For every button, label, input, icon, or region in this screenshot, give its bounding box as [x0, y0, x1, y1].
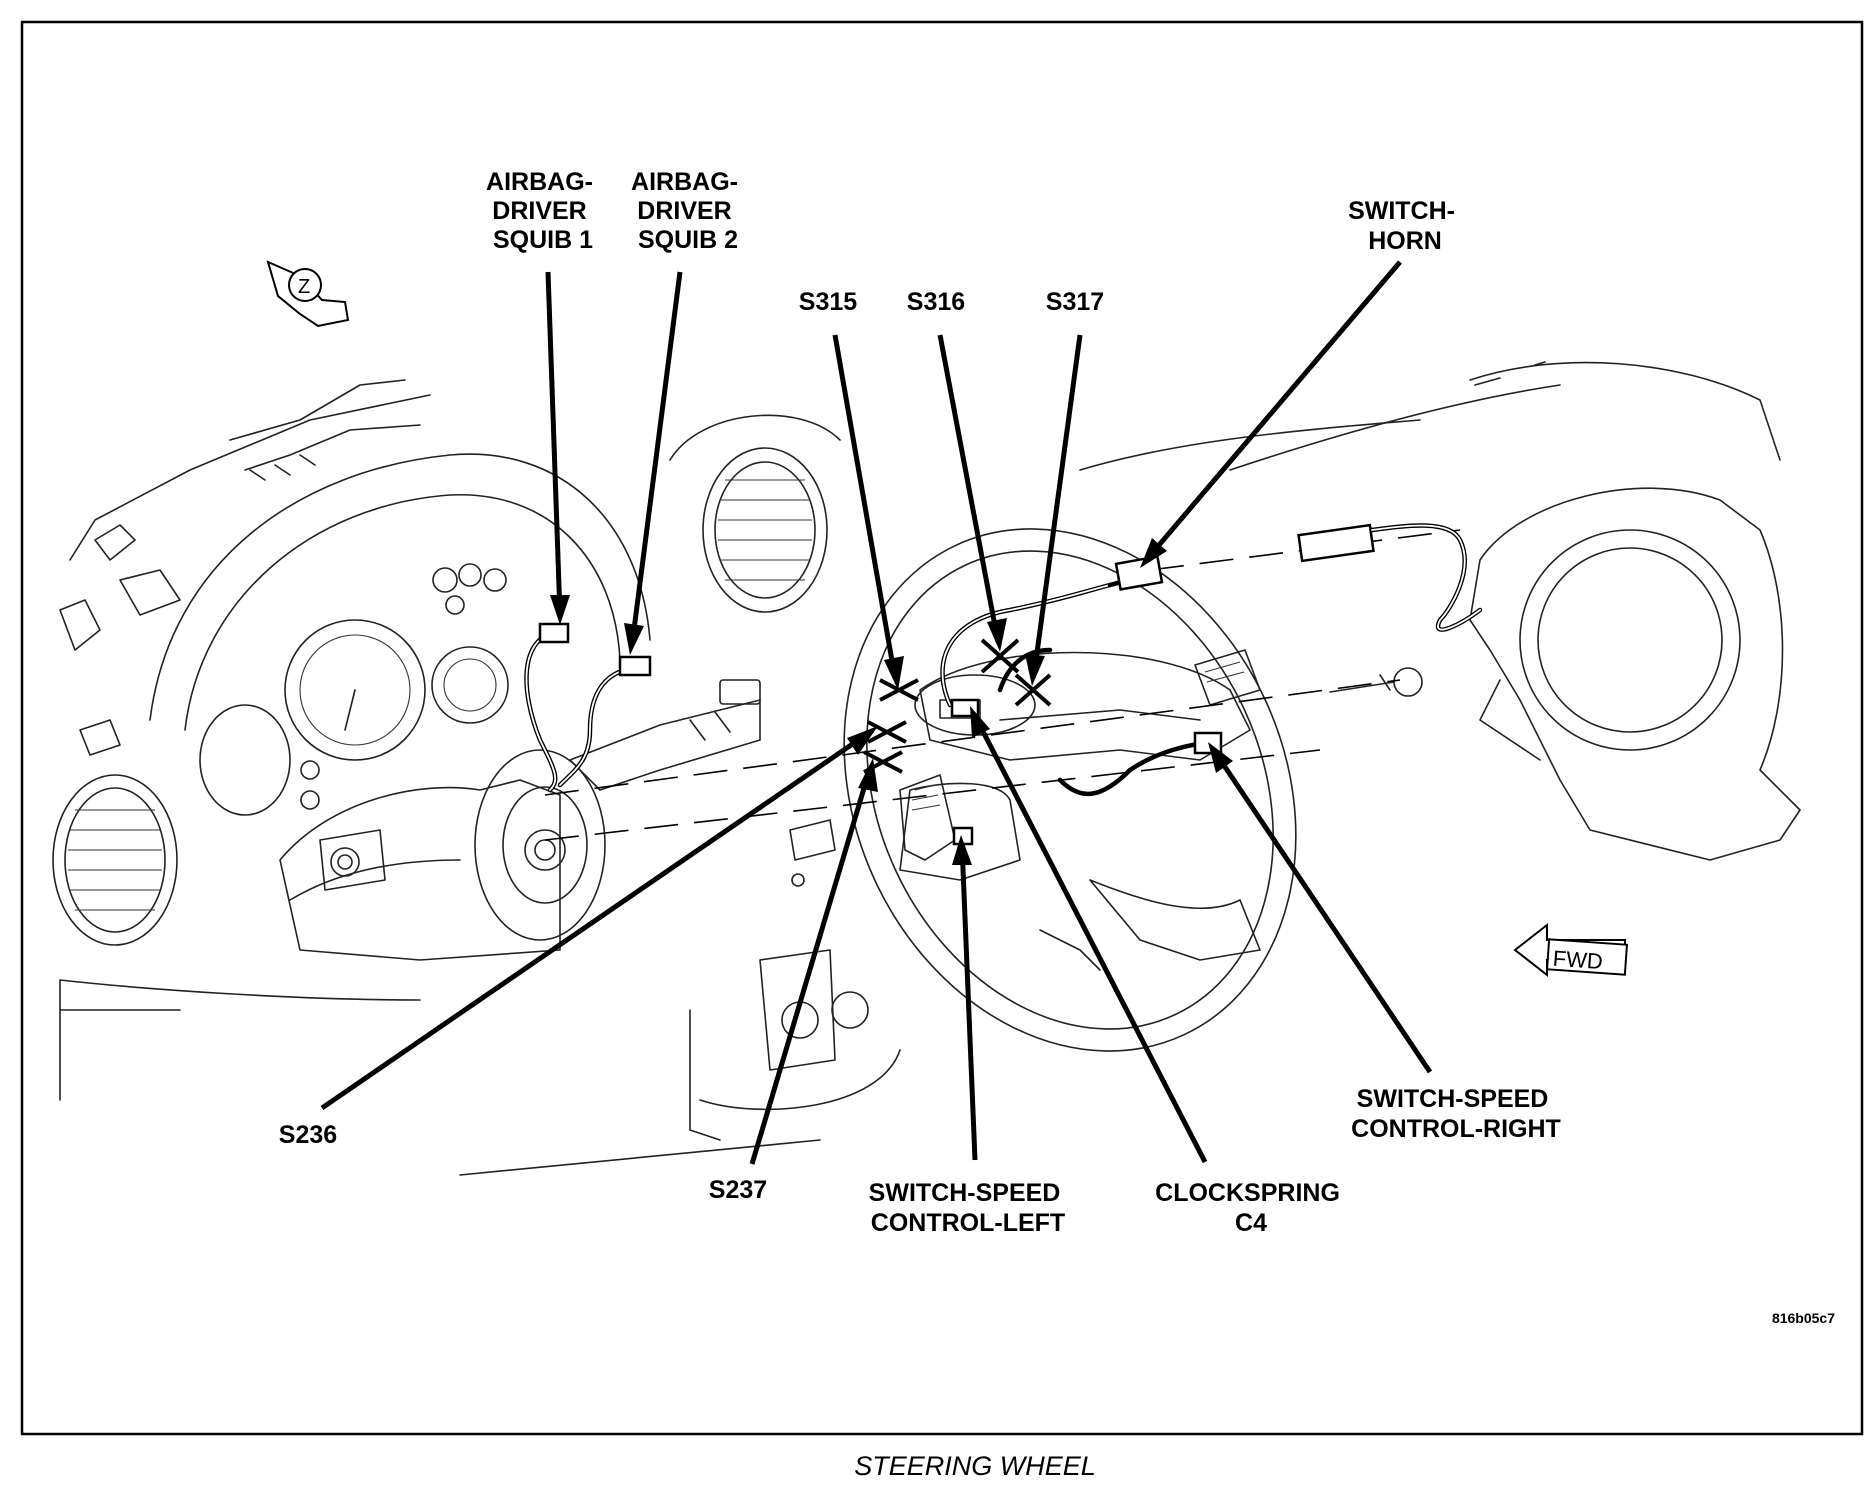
label-s316: S316	[907, 288, 965, 316]
leader-s237	[749, 767, 873, 1165]
component-labels: AIRBAG- DRIVER SQUIB 1 AIRBAG- DRIVER SQ…	[279, 168, 1835, 1326]
leader-switch-speed-left	[959, 844, 978, 1161]
label-s236: S236	[279, 1121, 337, 1149]
squib2-connector	[618, 655, 652, 677]
label-s237: S237	[709, 1176, 767, 1204]
forward-arrow-icon: FWD	[1513, 922, 1629, 978]
label-s315: S315	[799, 288, 857, 316]
splice-mark-s317	[1014, 673, 1052, 707]
leader-s315	[832, 334, 898, 679]
horn-switch-body	[1297, 523, 1375, 563]
forward-arrow-label: FWD	[1552, 946, 1604, 974]
leader-s316	[937, 334, 1001, 643]
splice-markers	[863, 638, 1052, 774]
label-switch-horn: SWITCH- HORN	[1348, 197, 1462, 255]
splice-mark-s316	[980, 638, 1020, 674]
label-s317: S317	[1046, 288, 1104, 316]
leader-squib2	[629, 271, 683, 646]
label-switch-speed-right: SWITCH-SPEED CONTROL-RIGHT	[1351, 1085, 1561, 1143]
view-direction-label: Z	[298, 276, 310, 298]
leader-switch-speed-right	[1212, 750, 1433, 1074]
label-switch-speed-left: SWITCH-SPEED CONTROL-LEFT	[869, 1179, 1068, 1237]
leader-clockspring	[972, 714, 1208, 1164]
splice-mark-s236	[867, 720, 907, 744]
horn-connector	[1114, 555, 1164, 591]
leader-s236	[320, 729, 872, 1111]
view-direction-icon: Z	[266, 260, 350, 328]
leader-switch-horn	[1146, 260, 1402, 560]
leader-lines	[320, 260, 1433, 1165]
wiring-harness	[524, 523, 1483, 846]
leader-s317	[1031, 334, 1083, 676]
splice-mark-s315	[879, 678, 919, 702]
leader-squib1	[545, 271, 563, 616]
squib1-connector	[538, 622, 570, 644]
label-clockspring: CLOCKSPRING C4	[1155, 1179, 1347, 1237]
label-airbag-squib2: AIRBAG- DRIVER SQUIB 2	[631, 168, 745, 254]
label-airbag-squib1: AIRBAG- DRIVER SQUIB 1	[486, 168, 600, 254]
dashboard-illustration: FWD Z	[52, 260, 1801, 1176]
figure-code: 816b05c7	[1772, 1310, 1835, 1326]
figure-frame	[20, 20, 1864, 1436]
figure-caption: STEERING WHEEL	[854, 1451, 1096, 1481]
